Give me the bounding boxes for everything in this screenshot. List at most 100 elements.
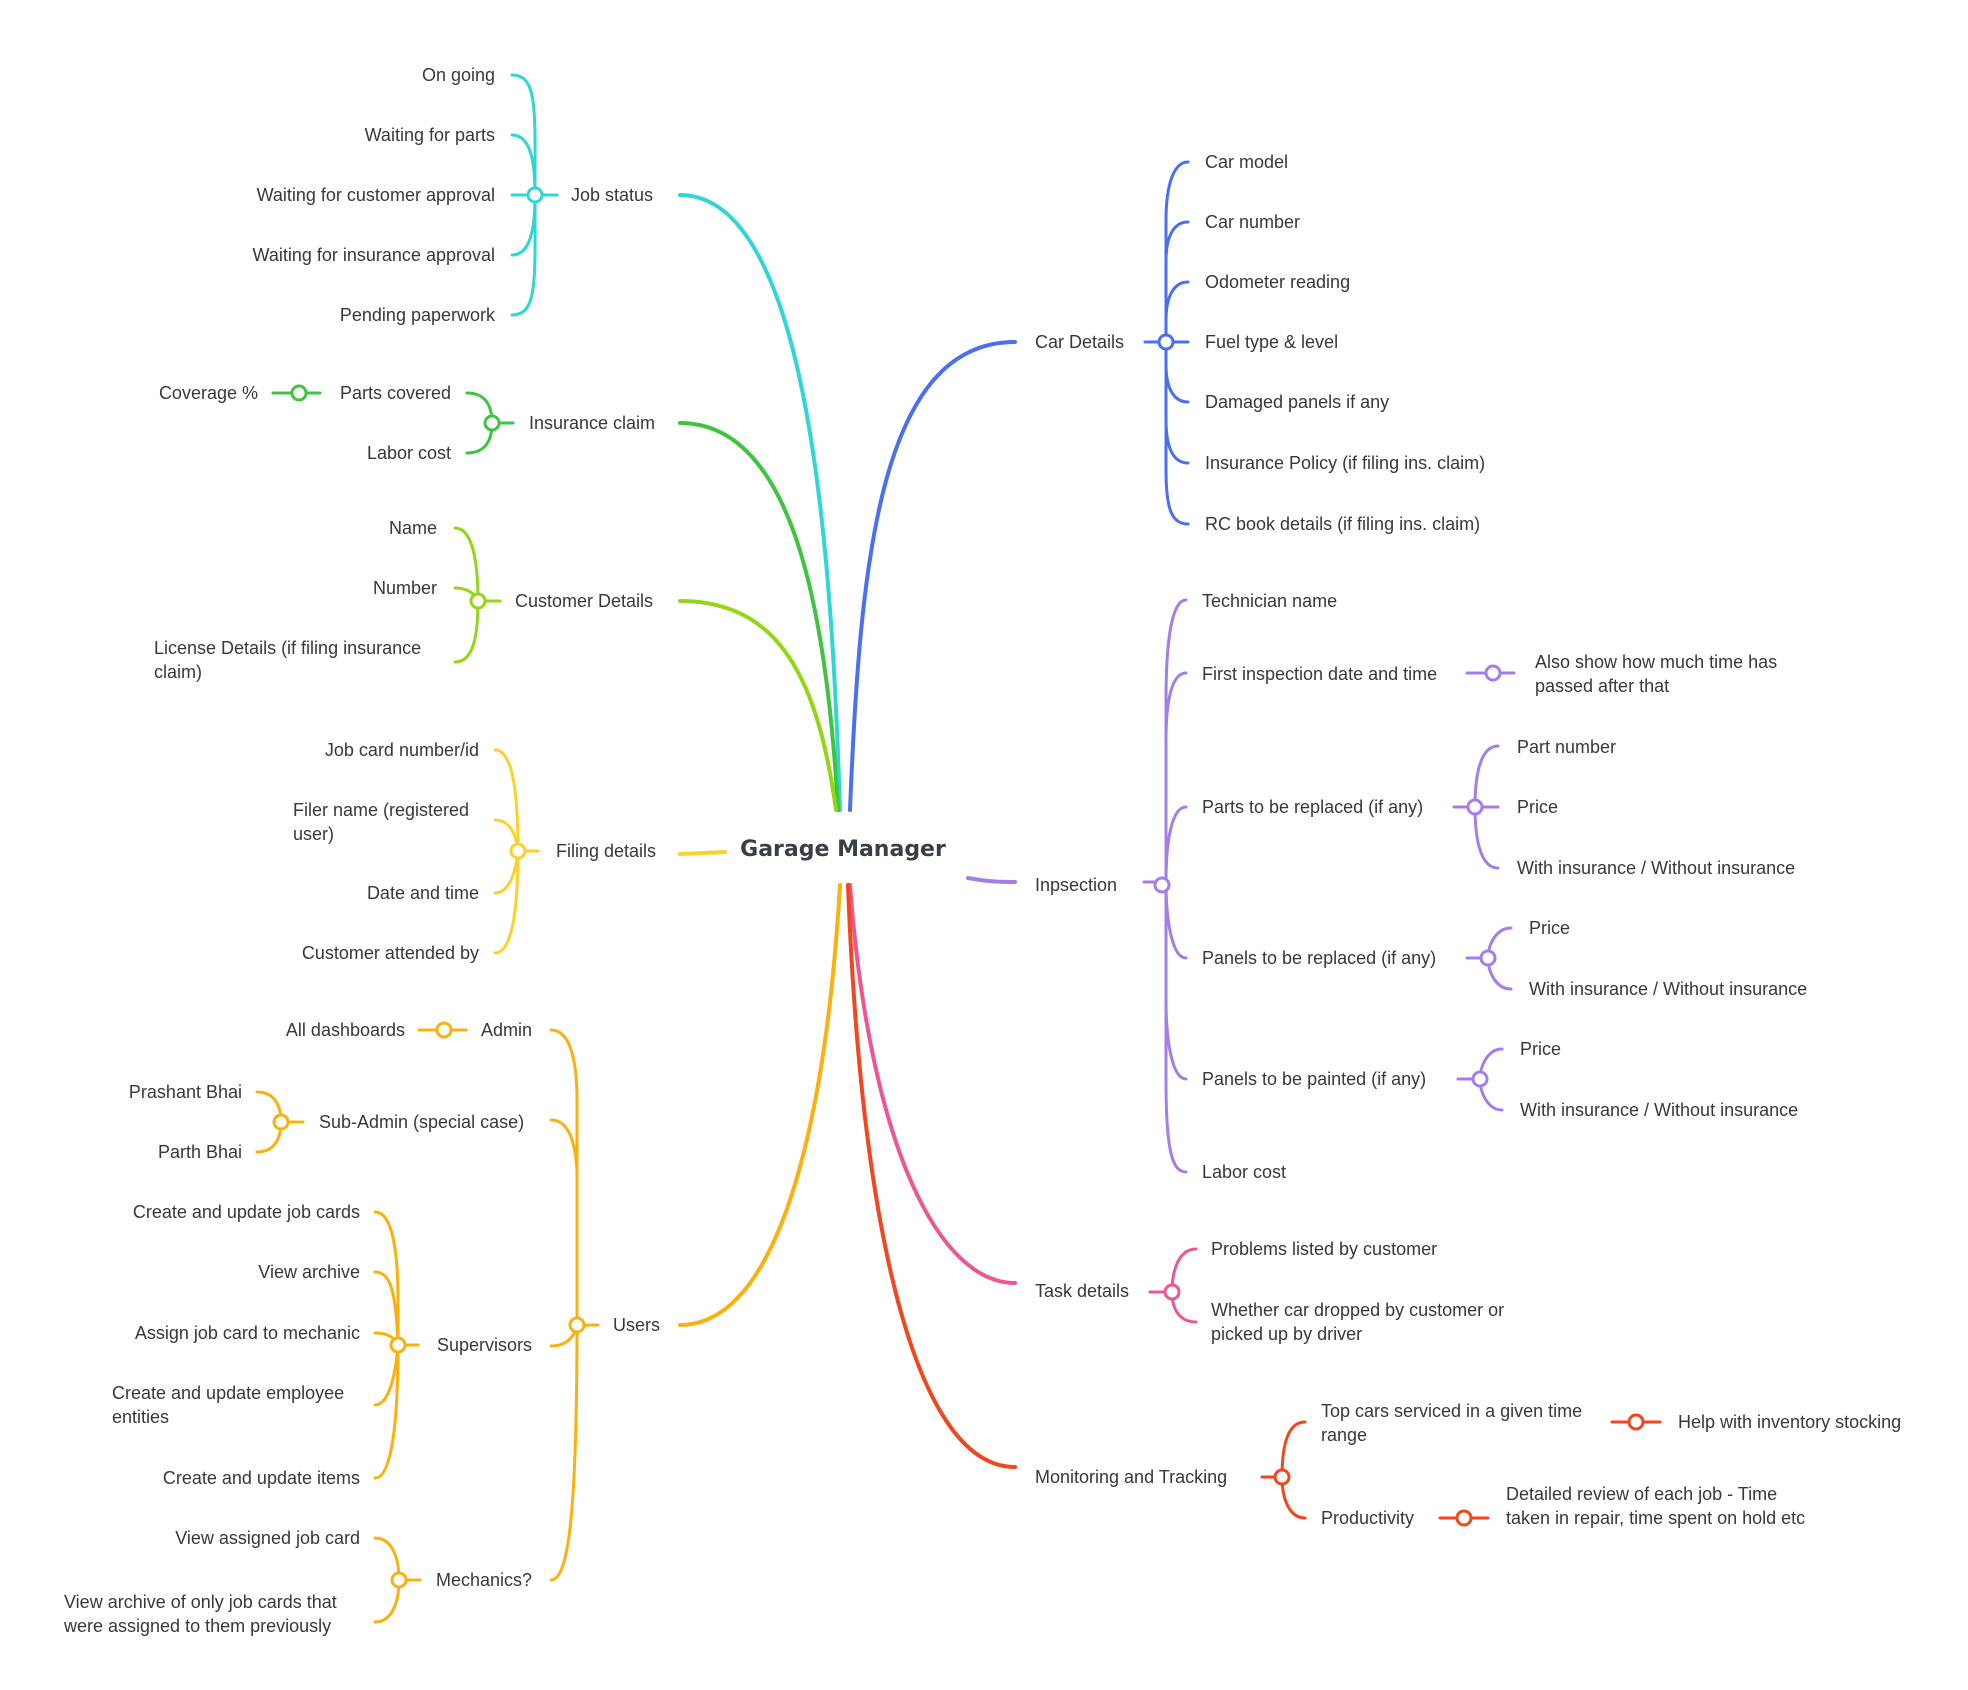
insurance-claim-label[interactable]: Insurance claim: [529, 413, 655, 433]
parts-replaced-node-knob[interactable]: [1466, 798, 1484, 816]
mechanics-item[interactable]: View assigned job card: [175, 1528, 360, 1548]
productivity-label[interactable]: Productivity: [1321, 1508, 1414, 1528]
admin-node-knob[interactable]: [435, 1021, 453, 1039]
mechanics-label[interactable]: Mechanics?: [436, 1570, 532, 1590]
all-dashboards-item[interactable]: All dashboards: [286, 1020, 405, 1040]
filing-details-item[interactable]: Date and time: [367, 883, 479, 903]
monitoring-node-knob[interactable]: [1273, 1468, 1291, 1486]
panels-replaced-label[interactable]: Panels to be replaced (if any): [1202, 948, 1436, 968]
car-details-item[interactable]: Car number: [1205, 212, 1300, 232]
license-details-text-line: claim): [154, 662, 202, 682]
sub-admin-item[interactable]: Prashant Bhai: [129, 1082, 242, 1102]
filing-details-node-knob[interactable]: [509, 842, 527, 860]
supervisors-node-knob[interactable]: [389, 1336, 407, 1354]
job-status-item[interactable]: Waiting for insurance approval: [253, 245, 495, 265]
inventory-item[interactable]: Help with inventory stocking: [1678, 1412, 1901, 1432]
trunk-car-details: [848, 340, 1017, 812]
panels-painted-label[interactable]: Panels to be painted (if any): [1202, 1069, 1426, 1089]
car-details-item[interactable]: Insurance Policy (if filing ins. claim): [1205, 453, 1485, 473]
car-details-item[interactable]: RC book details (if filing ins. claim): [1205, 514, 1480, 534]
branch-users: Users Admin All dashboards Sub-Admin (sp…: [63, 1020, 660, 1636]
customer-details-item-license[interactable]: License Details (if filing insurance cla…: [154, 638, 426, 682]
car-details-label[interactable]: Car Details: [1035, 332, 1124, 352]
job-status-item[interactable]: Waiting for customer approval: [257, 185, 495, 205]
filing-details-item-filer[interactable]: Filer name (registered user): [293, 800, 474, 844]
panels-painted-item[interactable]: With insurance / Without insurance: [1520, 1100, 1798, 1120]
supervisors-item[interactable]: View archive: [258, 1262, 360, 1282]
time-passed-text-line: passed after that: [1535, 676, 1669, 696]
mechanics-item-archive[interactable]: View archive of only job cards that were…: [63, 1592, 342, 1636]
task-details-item-dropped[interactable]: Whether car dropped by customer or picke…: [1211, 1300, 1509, 1344]
car-details-item[interactable]: Fuel type & level: [1205, 332, 1338, 352]
first-inspection-label[interactable]: First inspection date and time: [1202, 664, 1437, 684]
supervisors-label[interactable]: Supervisors: [437, 1335, 532, 1355]
parts-replaced-item[interactable]: With insurance / Without insurance: [1517, 858, 1795, 878]
top-cars-label[interactable]: Top cars serviced in a given time range: [1321, 1401, 1587, 1445]
trunk-users: [678, 883, 842, 1327]
labor-cost-item[interactable]: Labor cost: [367, 443, 451, 463]
panels-replaced-item[interactable]: Price: [1529, 918, 1570, 938]
supervisors-item[interactable]: Assign job card to mechanic: [135, 1323, 360, 1343]
archive-only-text-line: were assigned to them previously: [63, 1616, 331, 1636]
mechanics-node-knob[interactable]: [390, 1571, 408, 1589]
customer-details-item[interactable]: Name: [389, 518, 437, 538]
parts-covered-node-knob[interactable]: [290, 384, 308, 402]
job-status-label[interactable]: Job status: [571, 185, 653, 205]
job-status-item[interactable]: Pending paperwork: [340, 305, 496, 325]
panels-painted-item[interactable]: Price: [1520, 1039, 1561, 1059]
task-details-label[interactable]: Task details: [1035, 1281, 1129, 1301]
productivity-node-knob[interactable]: [1455, 1509, 1473, 1527]
branch-inspection: Inpsection Technician name First inspect…: [1035, 591, 1807, 1182]
top-cars-text: Top cars serviced in a given time: [1321, 1401, 1582, 1421]
top-cars-node-knob[interactable]: [1627, 1413, 1645, 1431]
task-details-node-knob[interactable]: [1163, 1283, 1181, 1301]
parts-replaced-item[interactable]: Part number: [1517, 737, 1616, 757]
inspection-node-knob[interactable]: [1153, 876, 1171, 894]
admin-label[interactable]: Admin: [481, 1020, 532, 1040]
users-node-knob[interactable]: [568, 1316, 586, 1334]
customer-details-label[interactable]: Customer Details: [515, 591, 653, 611]
customer-details-node-knob[interactable]: [469, 592, 487, 610]
parts-replaced-label[interactable]: Parts to be replaced (if any): [1202, 797, 1423, 817]
panels-painted-node-knob[interactable]: [1471, 1070, 1489, 1088]
filing-details-item[interactable]: Job card number/id: [325, 740, 479, 760]
task-details-item[interactable]: Problems listed by customer: [1211, 1239, 1437, 1259]
root-title[interactable]: Garage Manager: [740, 837, 946, 862]
time-passed-item[interactable]: Also show how much time has passed after…: [1535, 652, 1782, 696]
monitoring-label[interactable]: Monitoring and Tracking: [1035, 1467, 1227, 1487]
supervisors-item[interactable]: Create and update items: [163, 1468, 360, 1488]
car-details-item[interactable]: Odometer reading: [1205, 272, 1350, 292]
car-details-node-knob[interactable]: [1157, 333, 1175, 351]
detailed-review-item[interactable]: Detailed review of each job - Time taken…: [1506, 1484, 1805, 1528]
customer-details-item[interactable]: Number: [373, 578, 437, 598]
license-details-text: License Details (if filing insurance: [154, 638, 421, 658]
technician-item[interactable]: Technician name: [1202, 591, 1337, 611]
filing-details-item[interactable]: Customer attended by: [302, 943, 479, 963]
branch-monitoring: Monitoring and Tracking Top cars service…: [1035, 1401, 1901, 1528]
sub-admin-item[interactable]: Parth Bhai: [158, 1142, 242, 1162]
branch-task-details: Task details Problems listed by customer…: [1035, 1239, 1509, 1344]
car-details-item[interactable]: Damaged panels if any: [1205, 392, 1389, 412]
time-passed-text: Also show how much time has: [1535, 652, 1777, 672]
parts-covered-label[interactable]: Parts covered: [340, 383, 451, 403]
inspection-label[interactable]: Inpsection: [1035, 875, 1117, 895]
employee-entities-text-line: entities: [112, 1407, 169, 1427]
job-status-item[interactable]: Waiting for parts: [365, 125, 495, 145]
panels-replaced-item[interactable]: With insurance / Without insurance: [1529, 979, 1807, 999]
sub-admin-label[interactable]: Sub-Admin (special case): [319, 1112, 524, 1132]
supervisors-item-employee[interactable]: Create and update employee entities: [112, 1383, 349, 1427]
users-label[interactable]: Users: [613, 1315, 660, 1335]
car-details-item[interactable]: Car model: [1205, 152, 1288, 172]
coverage-item[interactable]: Coverage %: [159, 383, 258, 403]
panels-replaced-node-knob[interactable]: [1479, 949, 1497, 967]
sub-admin-node-knob[interactable]: [272, 1113, 290, 1131]
insurance-claim-node-knob[interactable]: [483, 414, 501, 432]
inspection-labor-cost-item[interactable]: Labor cost: [1202, 1162, 1286, 1182]
supervisors-item[interactable]: Create and update job cards: [133, 1202, 360, 1222]
filing-details-label[interactable]: Filing details: [556, 841, 656, 861]
first-inspection-node-knob[interactable]: [1484, 664, 1502, 682]
job-status-item[interactable]: On going: [422, 65, 495, 85]
detailed-review-text-line: taken in repair, time spent on hold etc: [1506, 1508, 1805, 1528]
parts-replaced-item[interactable]: Price: [1517, 797, 1558, 817]
job-status-node-knob[interactable]: [526, 186, 544, 204]
